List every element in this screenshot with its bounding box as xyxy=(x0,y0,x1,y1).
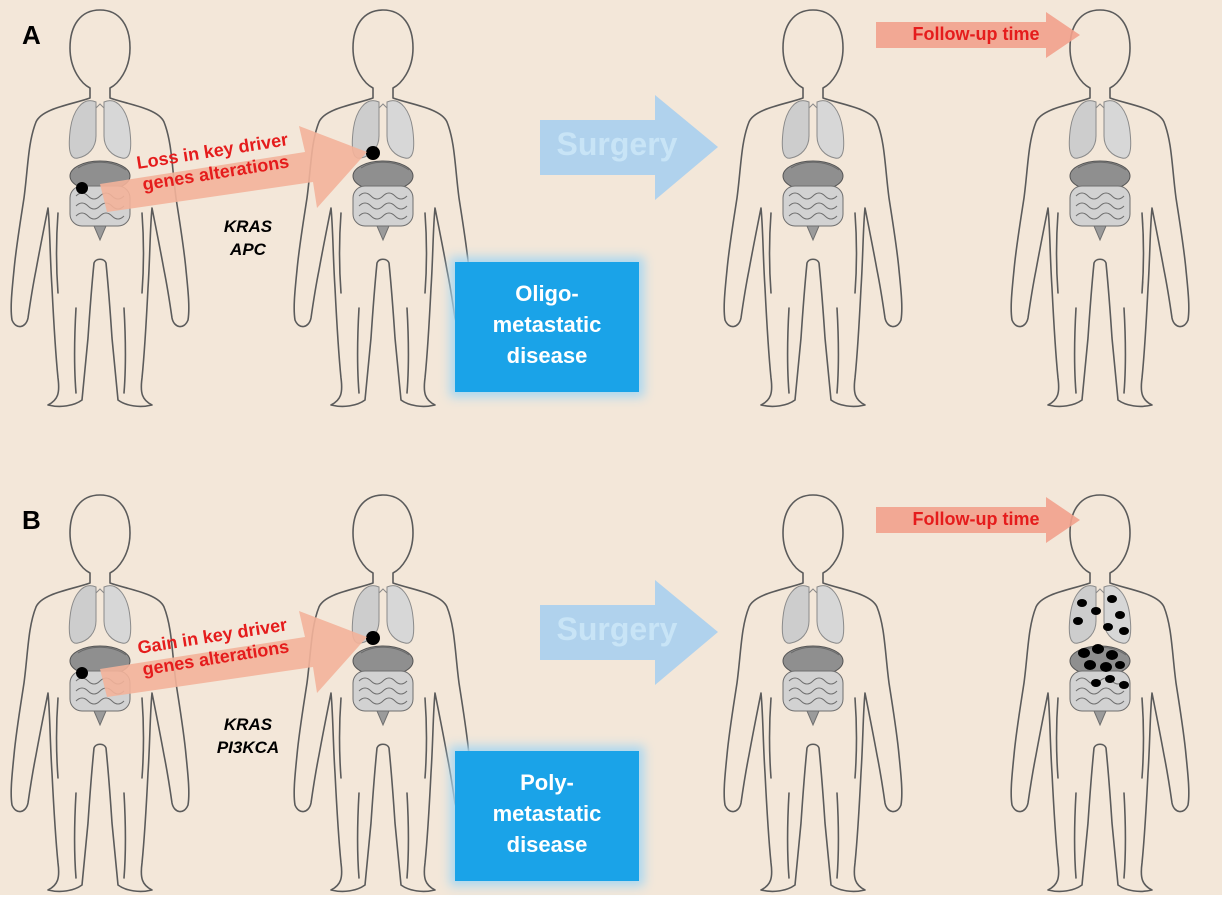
follow-up-label: Follow-up time xyxy=(886,507,1066,531)
gene-pi3kca: PI3KCA xyxy=(188,736,308,759)
figure: A xyxy=(0,0,1222,895)
gene-kras: KRAS xyxy=(188,713,308,736)
gene-list: KRAS APC xyxy=(188,215,308,261)
surgery-label: Surgery xyxy=(547,607,687,651)
human-body-post-surgery xyxy=(713,8,913,408)
tumor-lesion xyxy=(76,182,88,194)
oligometastatic-disease-box: Oligo- metastatic disease xyxy=(455,262,639,392)
panel-a: A xyxy=(0,0,1222,430)
polymetastatic-disease-box: Poly- metastatic disease xyxy=(455,751,639,881)
human-body-widespread-metastases xyxy=(1000,493,1200,893)
human-body-follow-up xyxy=(1000,8,1200,408)
panel-b: B xyxy=(0,485,1222,915)
gene-list: KRAS PI3KCA xyxy=(188,713,308,759)
gene-apc: APC xyxy=(188,238,308,261)
gene-kras: KRAS xyxy=(188,215,308,238)
human-body-post-surgery xyxy=(713,493,913,893)
tumor-lesion xyxy=(76,667,88,679)
follow-up-label: Follow-up time xyxy=(886,22,1066,46)
surgery-label: Surgery xyxy=(547,122,687,166)
